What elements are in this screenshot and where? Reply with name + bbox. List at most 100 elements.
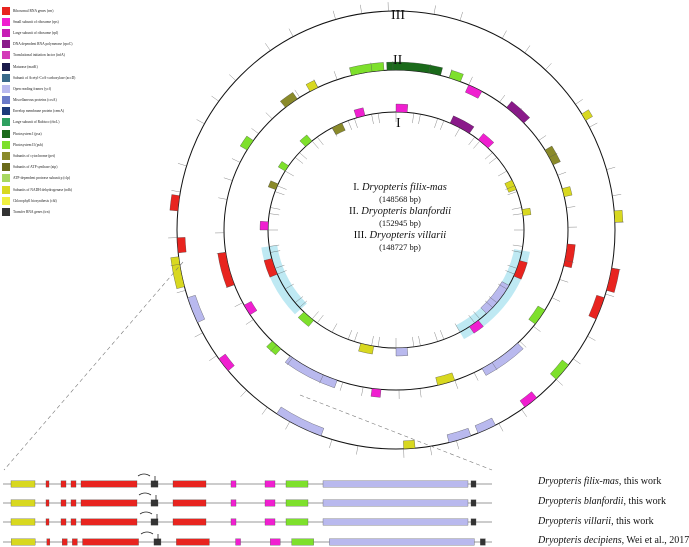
legend-swatch <box>2 152 10 161</box>
gene-label-tick <box>265 43 271 51</box>
gene-label-tick <box>299 300 308 308</box>
comparison-label-2: Dryopteris blanfordii, this work <box>538 496 666 507</box>
ring-label-outer: III <box>391 8 405 23</box>
legend-item: Envelop membrane protein (cemA) <box>2 106 152 117</box>
gene-label-tick <box>549 153 558 158</box>
track-gene-ycf <box>322 518 469 526</box>
gene-label-tick <box>473 311 481 320</box>
gene-block-psb <box>448 70 464 82</box>
gene-label-tick <box>454 127 461 137</box>
gene-label-tick <box>557 172 567 176</box>
comparison-label-4: Dryopteris decipiens, Wei et al., 2017 <box>538 535 689 546</box>
gene-label-tick <box>575 99 583 105</box>
gene-block-ndh <box>403 440 416 450</box>
gene-label-tick <box>245 319 254 325</box>
gene-label-tick <box>223 177 233 181</box>
gene-label-tick <box>440 120 445 130</box>
legend-swatch <box>2 40 10 49</box>
gene-label-tick <box>347 120 352 130</box>
gene-label-tick <box>356 445 359 455</box>
legend-item: Transfer RNA genes (trn) <box>2 206 152 217</box>
track-gene-psb <box>285 480 309 488</box>
legend-label: Photosystem I (psa) <box>13 131 42 136</box>
gene-label-tick <box>317 136 324 146</box>
gene-label-tick <box>484 152 493 160</box>
track-gene-rrn <box>82 538 139 546</box>
gene-label-tick <box>331 323 338 333</box>
track-gene-rrn <box>46 538 51 546</box>
gene-label-tick <box>171 190 181 193</box>
track-junction <box>138 492 152 496</box>
gene-label-tick <box>419 388 422 398</box>
track-gene-rrn <box>62 538 68 546</box>
track-gene-rps <box>264 480 276 488</box>
gene-label-tick <box>498 283 507 290</box>
gene-label-tick <box>564 260 574 263</box>
legend-item: Subunits of ATP synthase (atp) <box>2 162 152 173</box>
gene-block-rrn <box>513 260 528 280</box>
gene-label-tick <box>339 382 344 391</box>
track-gene-rrn <box>172 480 207 488</box>
legend-swatch <box>2 163 10 172</box>
gene-label-tick <box>473 372 479 381</box>
gene-label-tick <box>371 114 374 125</box>
legend-swatch <box>2 140 10 149</box>
track-gene-psb <box>285 499 309 507</box>
gene-label-tick <box>418 114 421 125</box>
track-gene-ycf <box>322 480 469 488</box>
legend-label: Subunit of Acetyl-CoA-carboxylase (accD) <box>13 75 76 80</box>
legend-label: DNA dependent RNA polymerase (rpoC) <box>13 42 73 47</box>
legend-item: Open reading frames (ycf) <box>2 83 152 94</box>
gene-label-tick <box>556 379 563 386</box>
track-gene-psb <box>291 538 314 546</box>
gene-label-tick <box>551 297 561 302</box>
gene-label-tick <box>502 30 507 39</box>
legend-swatch <box>2 207 10 216</box>
gene-label-tick <box>209 355 217 361</box>
track-gene-rps <box>264 499 276 507</box>
gene-label-tick <box>559 279 569 283</box>
legend-item: Translational initiation factor (infA) <box>2 50 152 61</box>
gene-label-tick <box>295 157 304 164</box>
gene-blocks <box>169 61 624 450</box>
ir-highlight-a <box>456 249 530 340</box>
legend-item: Large subunit of Rubisco (rbcL) <box>2 117 152 128</box>
track-gene-rrn <box>60 518 67 526</box>
gene-label-tick <box>430 446 432 456</box>
gene-label-tick <box>507 191 518 196</box>
gene-label-tick <box>519 341 527 348</box>
gene-block-ycf <box>480 281 510 314</box>
gene-label-tick <box>454 380 459 389</box>
track-gene-trn <box>150 480 159 488</box>
legend-label: Open reading frames (ycf) <box>13 86 52 91</box>
gene-label-tick <box>270 344 277 352</box>
legend-swatch <box>2 174 10 183</box>
gene-block-rps <box>259 221 269 231</box>
gene-label-tick <box>229 74 236 81</box>
legend-swatch <box>2 51 10 60</box>
gene-block-pet <box>331 122 346 135</box>
gene-label-tick <box>277 185 287 190</box>
gene-label-tick <box>459 11 463 21</box>
legend-swatch <box>2 28 10 37</box>
gene-label-tick <box>333 71 338 80</box>
gene-block-ndh <box>170 256 185 289</box>
gene-block-rrn <box>588 295 605 320</box>
legend-swatch <box>2 118 10 127</box>
gene-block-ycf <box>474 417 496 434</box>
legend-label: Large subunit of ribosome (rpl) <box>13 30 59 35</box>
gene-label-tick <box>218 197 228 200</box>
gene-label-tick <box>251 128 259 134</box>
gene-label-tick <box>605 293 615 297</box>
gene-label-tick <box>468 136 475 146</box>
legend-swatch <box>2 107 10 116</box>
legend-label: Subunits of NADH dehydrogenase (ndh) <box>13 187 72 192</box>
gene-block-rps <box>395 103 409 113</box>
legend-label: Chlorophyll biosynthesis (chl) <box>13 198 57 203</box>
gene-label-tick <box>448 69 453 78</box>
legend-label: Miscellaneous proteins (ccsA) <box>13 98 57 103</box>
track-gene-rrn <box>60 480 67 488</box>
gene-label-tick <box>545 63 552 70</box>
